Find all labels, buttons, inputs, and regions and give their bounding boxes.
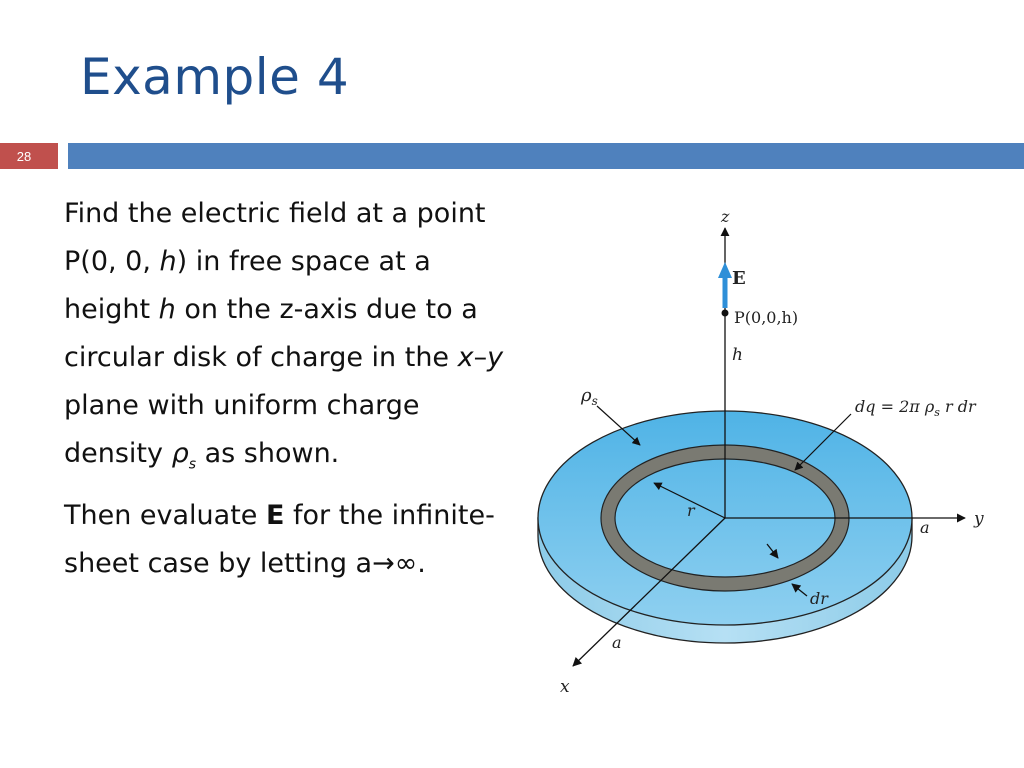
slide-title: Example 4 [80, 48, 350, 106]
z-label: z [720, 207, 730, 226]
y-label: y [973, 509, 984, 529]
slide-number: 28 [16, 148, 32, 164]
a-y-label: a [920, 518, 930, 537]
x-axis [572, 517, 726, 667]
dr-label: dr [810, 589, 829, 608]
dq-label: dq = 2π ρs r dr [855, 397, 977, 419]
x-label: x [560, 677, 570, 697]
header-bar [68, 143, 1024, 169]
problem-followup: Then evaluate E for the infinite-sheet c… [64, 500, 495, 580]
a-x-label: a [612, 633, 622, 652]
problem-statement: Find the electric field at a point P(0, … [64, 198, 504, 473]
point-p [721, 309, 729, 317]
problem-text: Find the electric field at a point P(0, … [64, 190, 512, 588]
rho-s-label: ρs [580, 385, 598, 408]
P-label: P(0,0,h) [734, 308, 798, 327]
radius-arrow [653, 482, 726, 519]
E-label: E [732, 268, 746, 289]
slide-number-badge: 28 [0, 143, 58, 169]
r-label: r [687, 501, 696, 520]
h-label: h [732, 345, 743, 365]
charged-disk-figure: z E P(0,0,h) h ρs dq = 2π ρs r dr r a y … [537, 207, 984, 697]
rho-symbol: ρ [171, 438, 189, 469]
